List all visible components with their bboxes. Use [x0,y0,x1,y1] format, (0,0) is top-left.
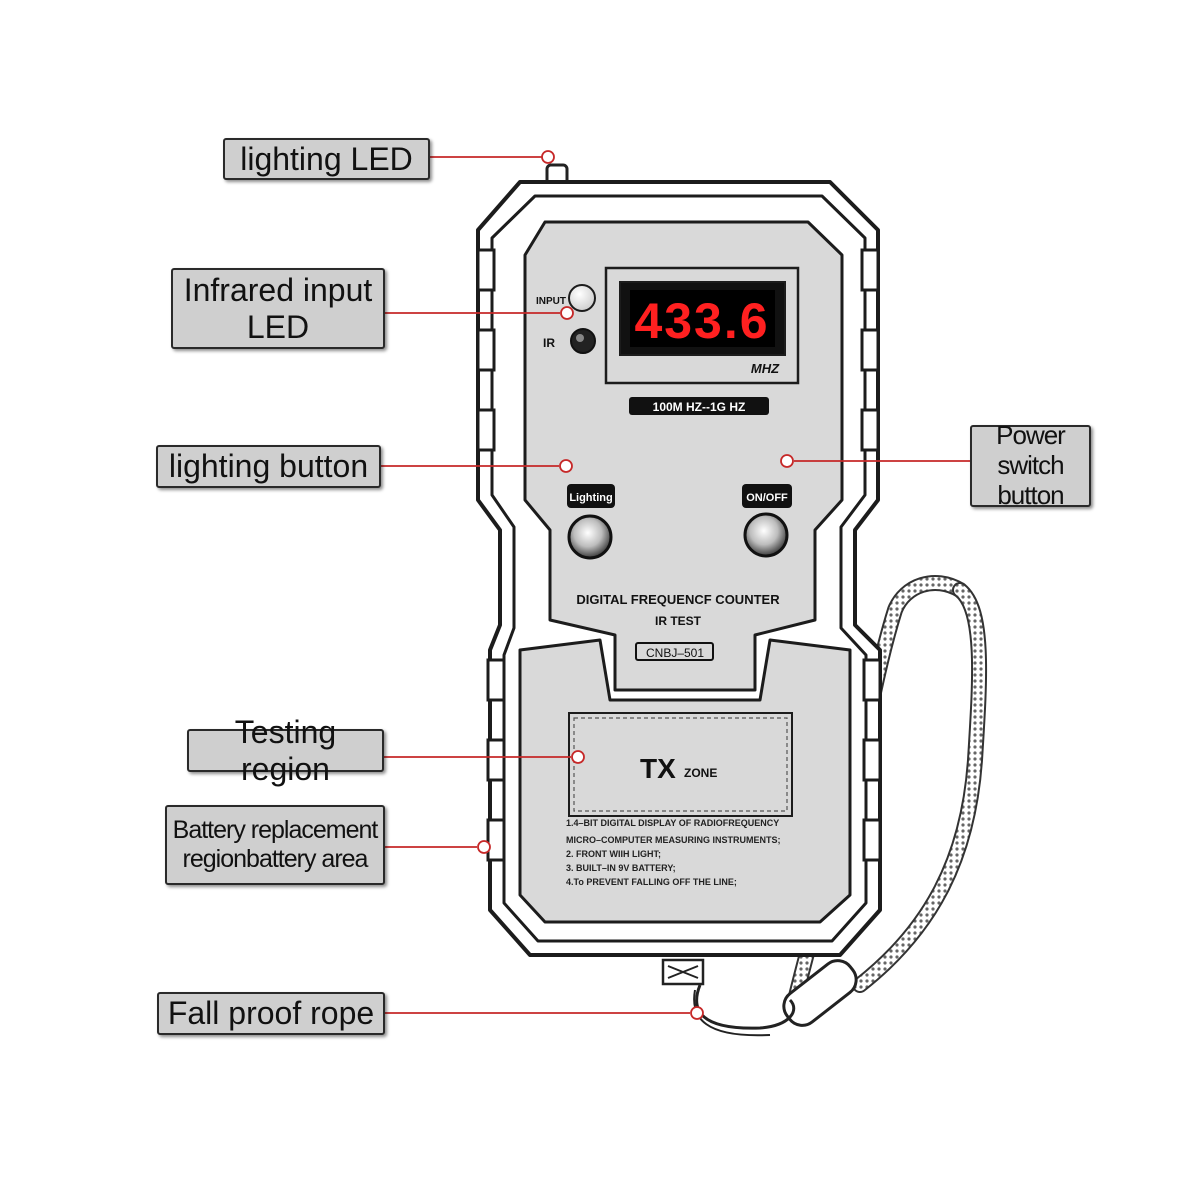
anchor-testing-region [571,750,585,764]
callout-fall-proof-rope: Fall proof rope [157,992,385,1035]
range-badge [629,397,769,415]
anchor-fall-proof-rope [690,1006,704,1020]
input-label: INPUT [536,296,566,307]
device-title-line2: IR TEST [655,614,702,628]
display-unit: MHZ [751,361,780,376]
spec-line-4: 3. BUILT–IN 9V BATTERY; [566,863,676,873]
lighting-button-badge [567,484,615,508]
device-title-line1: DIGITAL FREQUENCF COUNTER [576,592,780,607]
anchor-infrared-led [560,306,574,320]
anchor-lighting-button [559,459,573,473]
range-label: 100M HZ--1G HZ [653,400,746,414]
side-grip-ribs [476,248,882,862]
spec-line-3: 2. FRONT WIIH LIGHT; [566,849,661,859]
lighting-push-button [567,514,613,560]
anchor-power-button [780,454,794,468]
onoff-button-text: ON/OFF [746,492,788,504]
callout-infrared-input-led: Infrared input LED [171,268,385,349]
tx-sub-text: ZONE [684,766,717,780]
power-push-button [743,512,789,558]
lighting-button-text: Lighting [569,492,612,504]
spec-line-5: 4.To PREVENT FALLING OFF THE LINE; [566,877,737,887]
model-text: CNBJ–501 [646,646,704,660]
ir-led [570,328,596,354]
anchor-battery-region [477,840,491,854]
input-led [568,284,596,312]
display-digits: 433.6 [634,293,769,349]
tx-zone [568,712,793,817]
callout-lighting-led: lighting LED [223,138,430,180]
anchor-lighting-led [541,150,555,164]
rope-slider [782,959,858,1027]
callout-battery-region: Battery replacement regionbattery area [165,805,385,885]
tx-main-text: TX [640,753,676,784]
spec-line-2: MICRO–COMPUTER MEASURING INSTRUMENTS; [566,835,781,845]
callout-power-switch-button: Power switch button [970,420,1091,510]
callout-lighting-button: lighting button [156,445,381,488]
spec-line-1: 1.4–BIT DIGITAL DISPLAY OF RADIOFREQUENC… [566,818,779,828]
callout-testing-region: Testing region [187,714,384,787]
leader-lines [381,150,970,1020]
ir-label: IR [543,336,555,350]
onoff-button-badge [742,484,792,508]
model-badge [635,642,714,661]
